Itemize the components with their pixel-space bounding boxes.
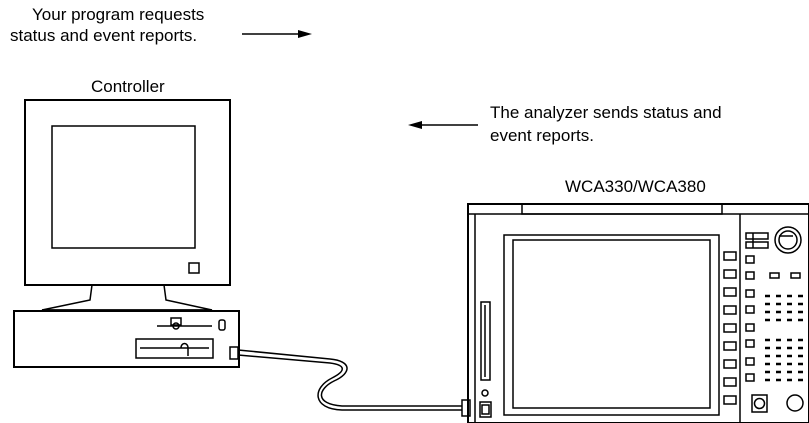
controller-label: Controller — [91, 77, 165, 96]
gpib-cable-icon — [230, 347, 470, 416]
request-label-line2: status and event reports. — [10, 26, 198, 45]
analyzer-connector-icon — [752, 395, 803, 412]
response-label-line2: event reports. — [490, 126, 594, 145]
request-arrow-icon — [242, 30, 312, 38]
analyzer-label: WCA330/WCA380 — [565, 177, 706, 196]
analyzer-keypad-icon — [765, 296, 803, 380]
response-label-line1: The analyzer sends status and — [490, 103, 722, 122]
response-arrow-icon — [408, 121, 478, 129]
controller-monitor-icon — [25, 100, 230, 310]
request-label-line1: Your program requests — [32, 5, 205, 24]
analyzer-instrument-icon — [468, 204, 809, 423]
controller-base-icon — [14, 311, 239, 367]
